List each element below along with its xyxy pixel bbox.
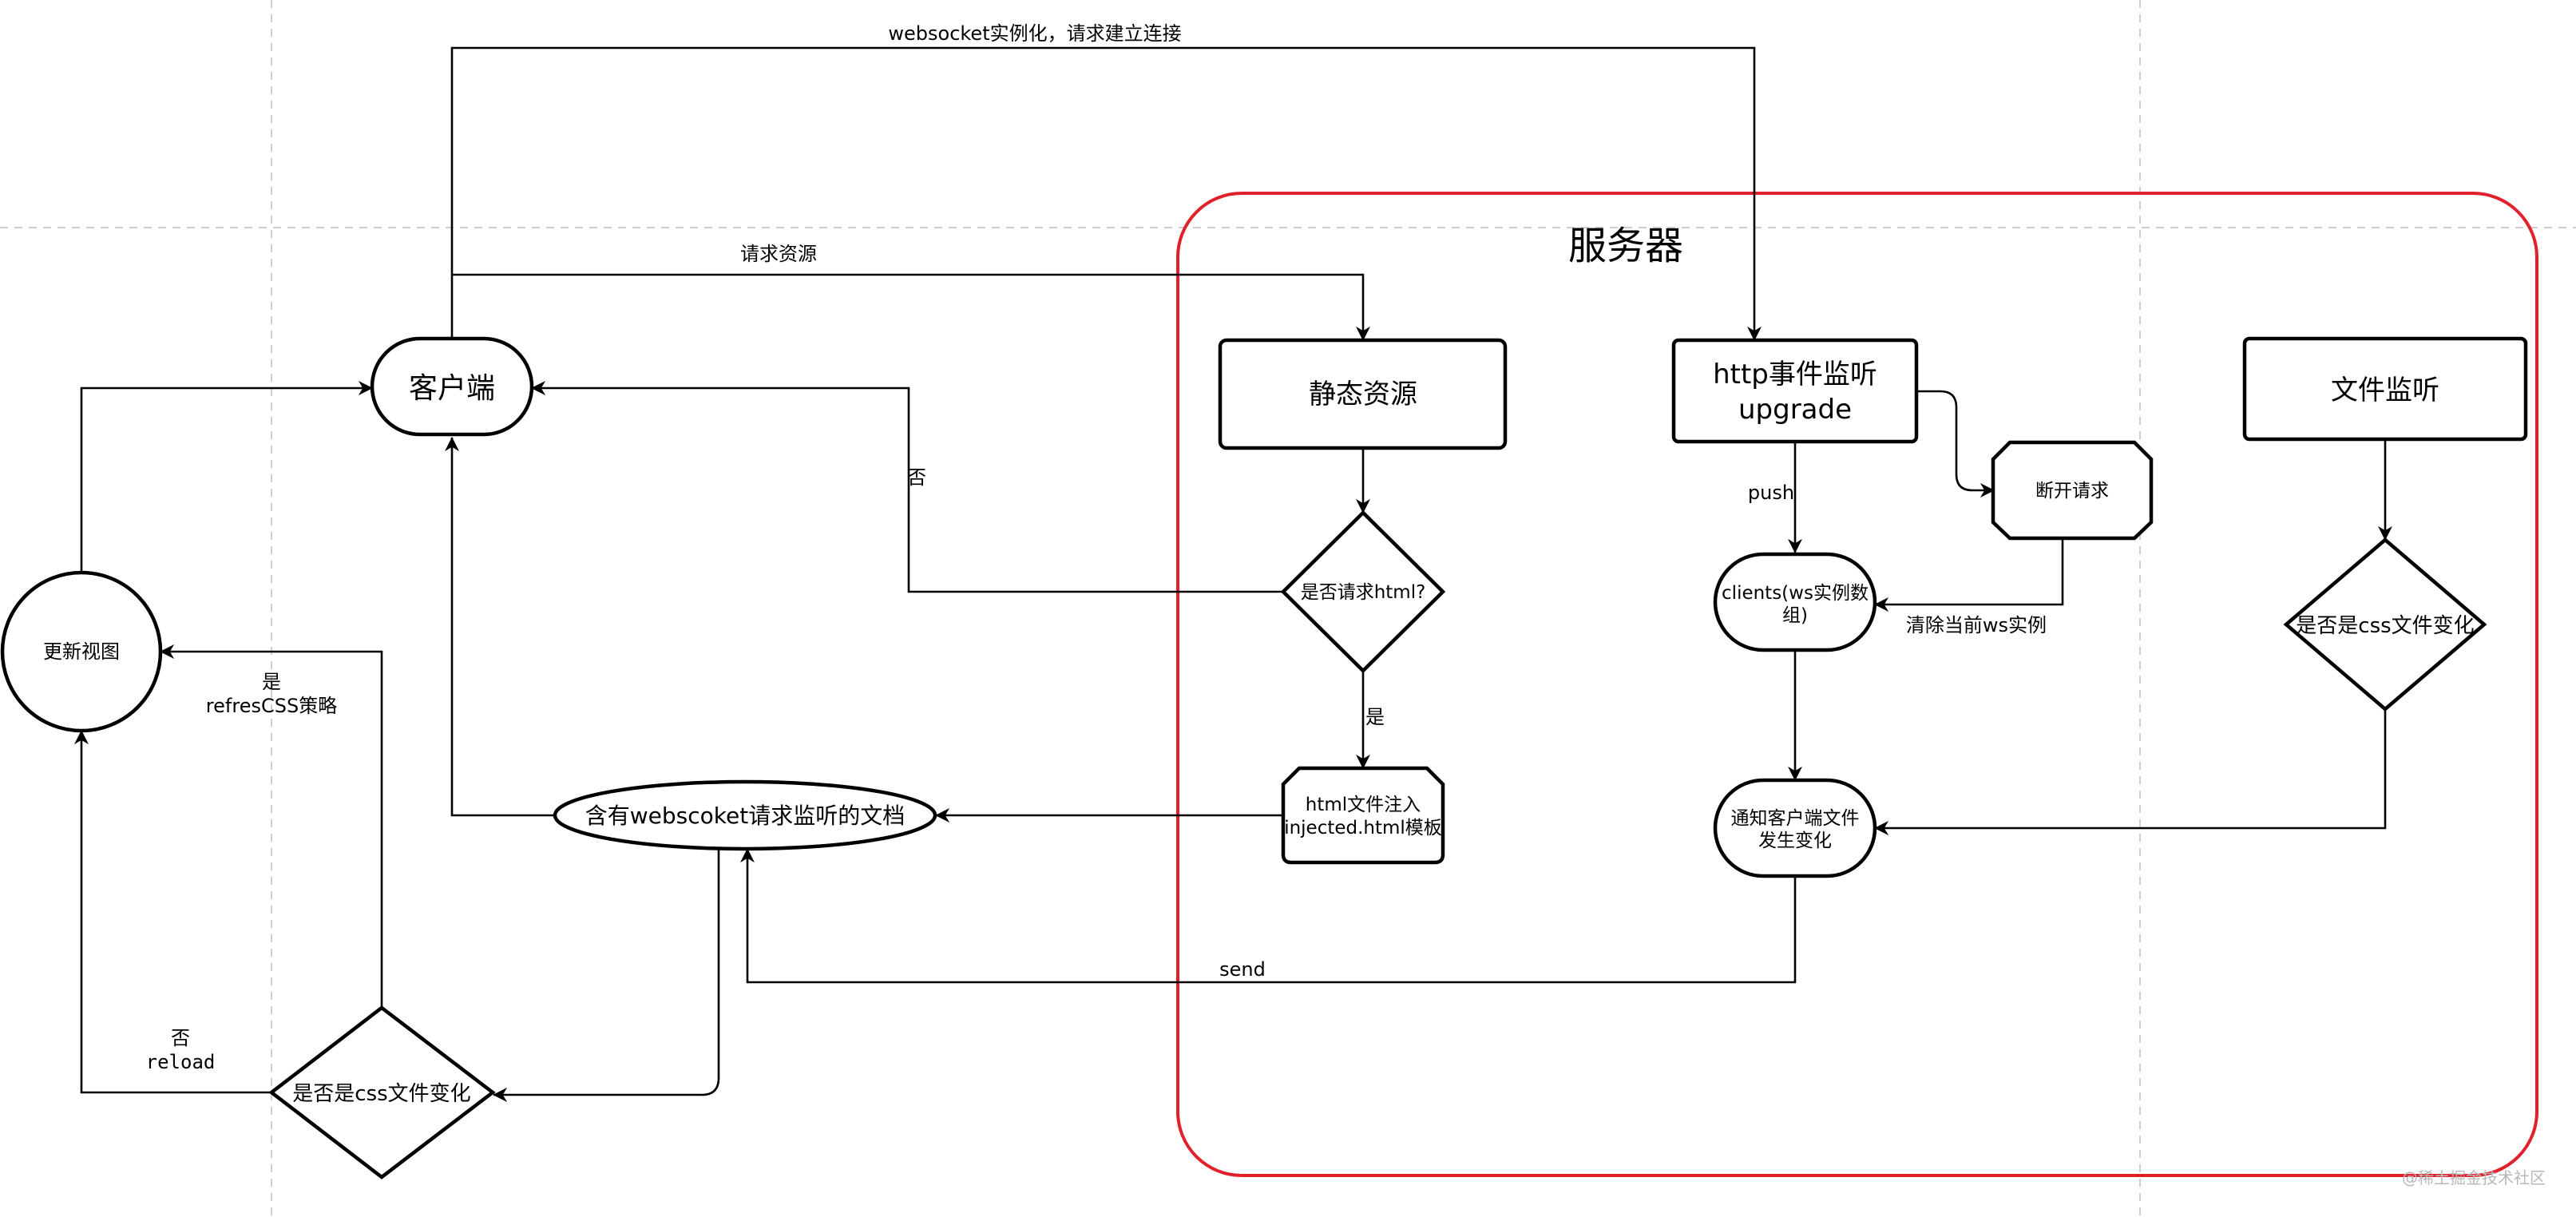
svg-text:发生变化: 发生变化 (1758, 830, 1832, 851)
svg-text:断开请求: 断开请求 (2035, 481, 2109, 501)
svg-text:含有webscoket请求监听的文档: 含有webscoket请求监听的文档 (585, 803, 905, 829)
node-clients: clients(ws实例数 组) (1713, 552, 1877, 652)
svg-text:是否请求html?: 是否请求html? (1301, 582, 1426, 603)
svg-text:是: 是 (1365, 706, 1385, 728)
edge-doc-to-client (445, 437, 555, 817)
node-is-html-request: 是否请求html? (1280, 509, 1446, 674)
svg-text:reload: reload (146, 1051, 216, 1073)
edge-ws-instantiate: websocket实例化，请求建立连接 (450, 22, 1762, 341)
svg-text:否: 否 (907, 466, 926, 489)
svg-text:客户端: 客户端 (409, 372, 495, 405)
node-html-inject: html文件注入 injected.html模板 (1281, 766, 1445, 865)
svg-text:组): 组) (1782, 605, 1808, 626)
svg-text:清除当前ws实例: 清除当前ws实例 (1906, 614, 2047, 636)
svg-text:http事件监听: http事件监听 (1713, 359, 1877, 390)
edge-css-no-reload: 否 reload (74, 730, 271, 1094)
svg-text:upgrade: upgrade (1738, 394, 1852, 426)
node-ws-document: 含有webscoket请求监听的文档 (553, 779, 937, 851)
svg-text:静态资源: 静态资源 (1309, 379, 1417, 410)
svg-text:更新视图: 更新视图 (43, 640, 120, 663)
node-server-css-check: 是否是css文件变化 (2283, 537, 2487, 712)
svg-text:文件监听: 文件监听 (2331, 375, 2439, 406)
node-static-resource: 静态资源 (1218, 338, 1508, 450)
svg-text:html文件注入: html文件注入 (1306, 795, 1421, 815)
edge-view-to-client (80, 381, 373, 572)
server-container (1176, 192, 2538, 1177)
node-disconnect: 断开请求 (1991, 440, 2154, 541)
svg-text:否: 否 (171, 1027, 190, 1049)
svg-text:injected.html模板: injected.html模板 (1284, 818, 1442, 838)
node-notify-client: 通知客户端文件 发生变化 (1713, 778, 1877, 878)
watermark: @稀土掘金技术社区 (2402, 1168, 2546, 1187)
svg-text:refresCSS策略: refresCSS策略 (206, 695, 337, 717)
svg-text:send: send (1219, 958, 1266, 981)
node-file-watch: 文件监听 (2242, 336, 2528, 442)
svg-text:是: 是 (262, 671, 281, 693)
svg-text:请求资源: 请求资源 (740, 243, 817, 265)
edge-css-to-notify (1874, 709, 2387, 835)
svg-text:clients(ws实例数: clients(ws实例数 (1722, 583, 1869, 604)
edge-not-html: 否 (531, 381, 1282, 593)
edge-upgrade-disconnect (1916, 390, 1995, 498)
edge-css-yes-refresh: 是 refresCSS策略 (160, 644, 383, 1008)
svg-text:通知客户端文件: 通知客户端文件 (1731, 808, 1860, 829)
edge-upgrade-push: push (1748, 442, 1802, 553)
node-update-view: 更新视图 (0, 570, 163, 733)
svg-text:websocket实例化，请求建立连接: websocket实例化，请求建立连接 (888, 22, 1181, 45)
node-client-css-check: 是否是css文件变化 (268, 1005, 496, 1179)
edge-is-html-yes: 是 (1356, 671, 1385, 769)
edge-clear-ws: 清除当前ws实例 (1874, 538, 2064, 636)
svg-text:push: push (1748, 482, 1794, 504)
edge-send: send (740, 848, 1797, 984)
node-client: 客户端 (370, 336, 534, 437)
edge-request-resource: 请求资源 (452, 243, 1370, 341)
svg-text:是否是css文件变化: 是否是css文件变化 (292, 1082, 470, 1106)
svg-text:是否是css文件变化: 是否是css文件变化 (2296, 614, 2474, 638)
server-title: 服务器 (1568, 224, 1683, 268)
node-http-upgrade: http事件监听 upgrade (1671, 338, 1919, 444)
edge-doc-to-css-check (493, 849, 720, 1102)
